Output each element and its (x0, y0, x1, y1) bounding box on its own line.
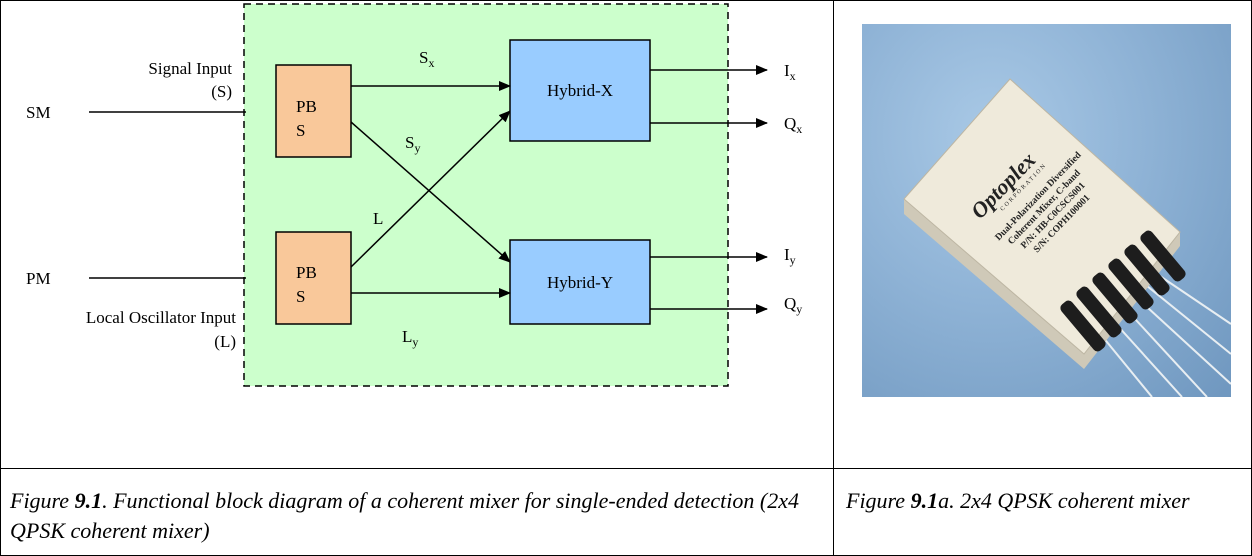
hybrid-y-label: Hybrid-Y (547, 273, 613, 292)
caption-left-number: 9.1 (74, 488, 103, 513)
mixer-enclosure (243, 3, 729, 387)
arrow-l (350, 110, 511, 268)
fiber-boots (1060, 230, 1186, 352)
pbs-bottom-label-1: PB (296, 263, 317, 282)
pbs-bottom-label-2: S (296, 287, 305, 306)
iy-label: Iy (784, 245, 796, 267)
ly-label: Ly (402, 327, 418, 349)
block-diagram: Signal Input (S) SM PM Local Oscillator … (26, 3, 802, 387)
signal-input-symbol: (S) (211, 82, 232, 101)
sy-label: Sy (405, 133, 420, 155)
pbs-bottom-box (275, 231, 352, 325)
pbs-top-label-1: PB (296, 97, 317, 116)
pbs-top-box (275, 64, 352, 158)
caption-right-number: 9.1 (910, 488, 939, 513)
qx-label: Qx (784, 114, 802, 136)
caption-right: Figure 9.1a. 2x4 QPSK coherent mixer (846, 486, 1226, 516)
ix-label: Ix (784, 61, 796, 83)
l-label: L (373, 209, 383, 228)
caption-right-text: a. 2x4 QPSK coherent mixer (938, 488, 1190, 513)
sm-label: SM (26, 103, 51, 122)
caption-left-text: . Functional block diagram of a coherent… (10, 488, 799, 543)
qy-label: Qy (784, 294, 802, 316)
caption-left-prefix: Figure (10, 488, 75, 513)
signal-input-label: Signal Input (148, 59, 232, 78)
pbs-top-label-2: S (296, 121, 305, 140)
pm-label: PM (26, 269, 51, 288)
hybrid-y-box (509, 239, 651, 325)
caption-right-prefix: Figure (846, 488, 911, 513)
coherent-mixer-photo: Optoplex CORPORATION Dual-Polarization D… (862, 24, 1231, 397)
hybrid-x-label: Hybrid-X (547, 81, 613, 100)
caption-left: Figure 9.1. Functional block diagram of … (10, 486, 800, 546)
mixer-device-illustration: Optoplex CORPORATION Dual-Polarization D… (903, 78, 1231, 397)
arrow-sy (350, 121, 511, 263)
hybrid-x-box (509, 39, 651, 142)
lo-input-label: Local Oscillator Input (86, 308, 236, 327)
lo-input-symbol: (L) (214, 332, 236, 351)
sx-label: Sx (419, 48, 434, 70)
